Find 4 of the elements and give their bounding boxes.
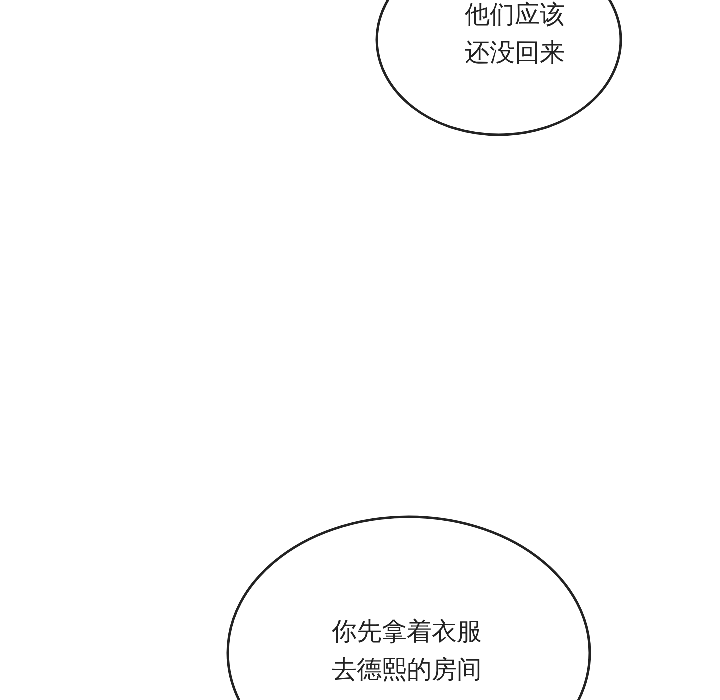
dialogue-text: 他们应该还没回来	[464, 0, 566, 69]
speech-bubble	[374, 0, 624, 137]
dialogue-text: 你先拿着衣服去德熙的房间	[331, 616, 483, 686]
speech-bubble	[226, 513, 592, 700]
